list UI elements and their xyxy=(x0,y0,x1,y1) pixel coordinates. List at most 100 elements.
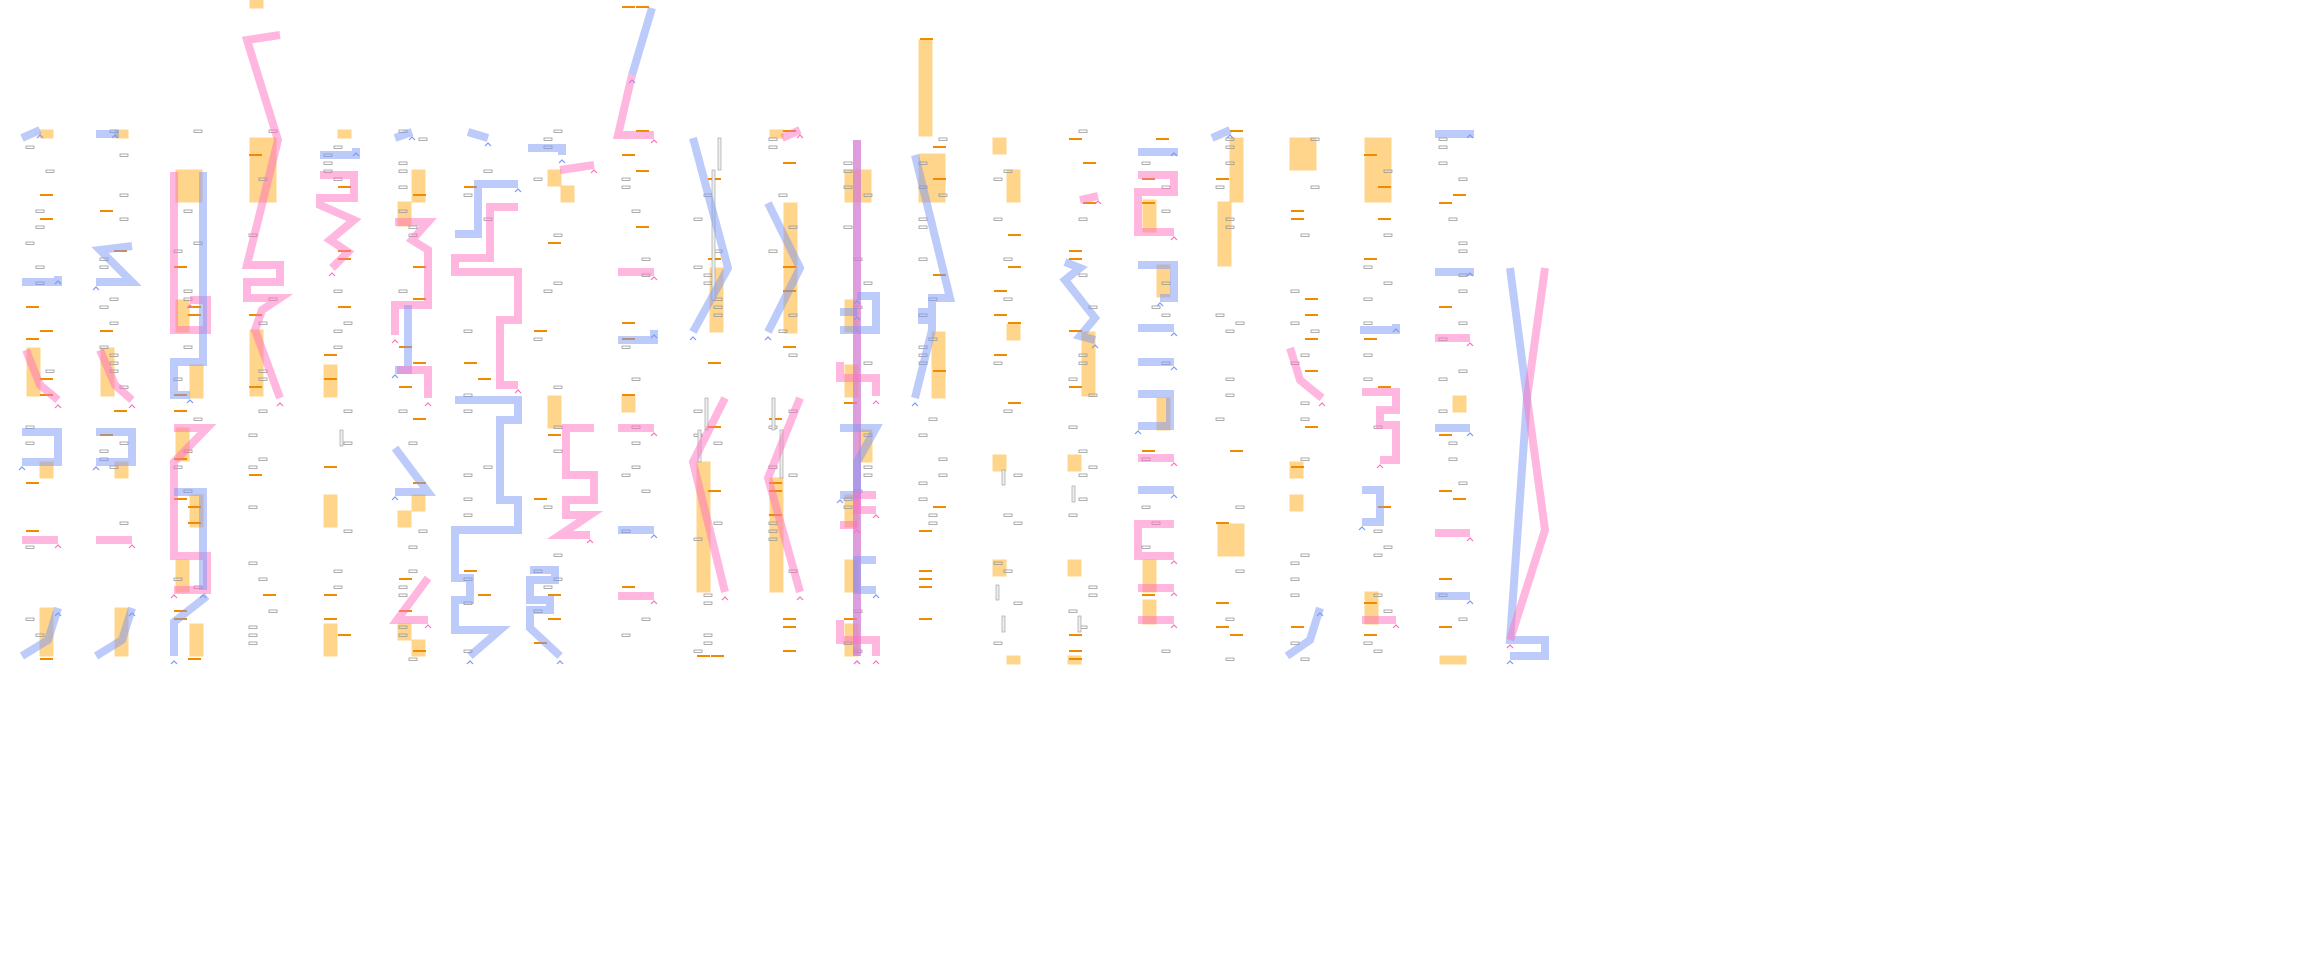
orange-block xyxy=(992,559,1007,577)
orange-block xyxy=(1229,137,1244,203)
tick-mark xyxy=(1078,217,1088,221)
orange-dash xyxy=(338,634,351,636)
orange-dash xyxy=(1069,250,1082,252)
tick-mark xyxy=(543,505,553,509)
caret-icon xyxy=(590,169,598,174)
rail-mark xyxy=(711,169,716,301)
tick-mark xyxy=(1078,497,1088,501)
tick-mark xyxy=(621,473,631,477)
tick-mark xyxy=(553,281,563,285)
tick-mark xyxy=(863,281,873,285)
tick-mark xyxy=(333,345,343,349)
tick-mark xyxy=(333,145,343,149)
blue-route-path xyxy=(618,330,658,344)
orange-block xyxy=(1289,494,1304,512)
orange-block xyxy=(992,454,1007,472)
tick-mark xyxy=(1225,393,1235,397)
tick-mark xyxy=(1373,593,1383,597)
tick-mark xyxy=(1448,441,1458,445)
tick-mark xyxy=(398,289,408,293)
tick-mark xyxy=(928,513,938,517)
caret-icon xyxy=(1466,537,1474,542)
tick-mark xyxy=(1141,545,1151,549)
tick-mark xyxy=(631,377,641,381)
tick-mark xyxy=(1235,569,1245,573)
caret-icon xyxy=(650,534,658,539)
caret-icon xyxy=(54,612,62,617)
orange-dash xyxy=(1216,602,1229,604)
orange-block xyxy=(547,169,562,187)
tick-mark xyxy=(99,345,109,349)
tick-mark xyxy=(1003,569,1013,573)
orange-dash xyxy=(1378,218,1391,220)
tick-mark xyxy=(109,297,119,301)
rail-mark xyxy=(1071,485,1076,503)
tick-mark xyxy=(1458,241,1468,245)
pink-route-path xyxy=(559,161,595,174)
orange-block xyxy=(1006,323,1021,341)
tick-mark xyxy=(768,145,778,149)
tick-mark xyxy=(1458,369,1468,373)
orange-dash xyxy=(324,378,337,380)
orange-dash xyxy=(783,346,796,348)
tick-mark xyxy=(768,249,778,253)
pink-route-path xyxy=(316,171,362,271)
tick-mark xyxy=(398,161,408,165)
orange-dash xyxy=(1439,202,1452,204)
blue-route-path xyxy=(170,172,207,399)
orange-dash xyxy=(26,306,39,308)
orange-dash xyxy=(188,506,201,508)
orange-dash xyxy=(324,466,337,468)
blue-route-path xyxy=(1138,390,1174,430)
caret-icon xyxy=(872,660,880,665)
orange-dash xyxy=(1291,210,1304,212)
caret-icon xyxy=(853,316,861,321)
orange-dash xyxy=(188,306,201,308)
orange-dash xyxy=(174,498,187,500)
tick-mark xyxy=(1310,329,1320,333)
tick-mark xyxy=(333,329,343,333)
orange-dash xyxy=(40,330,53,332)
tick-mark xyxy=(248,505,258,509)
orange-dash xyxy=(1439,434,1452,436)
orange-blocks-layer xyxy=(26,0,1467,665)
tick-mark xyxy=(1078,273,1088,277)
tick-mark xyxy=(1373,649,1383,653)
caret-icon xyxy=(128,544,136,549)
tick-mark xyxy=(1458,617,1468,621)
tick-mark xyxy=(928,417,938,421)
tick-mark xyxy=(1300,657,1310,661)
tick-mark xyxy=(863,465,873,469)
blue-route-path xyxy=(1435,268,1474,276)
tick-mark xyxy=(843,161,853,165)
tick-mark xyxy=(258,409,268,413)
orange-dash xyxy=(1364,634,1377,636)
orange-dash xyxy=(464,570,477,572)
orange-dash xyxy=(413,650,426,652)
orange-dash xyxy=(324,618,337,620)
orange-block xyxy=(411,639,426,657)
caret-icon xyxy=(1170,592,1178,597)
caret-icon xyxy=(1466,432,1474,437)
tick-mark xyxy=(1300,417,1310,421)
orange-dash xyxy=(1142,202,1155,204)
caret-icon xyxy=(911,402,919,407)
tick-mark xyxy=(248,561,258,565)
tick-mark xyxy=(1383,545,1393,549)
tick-mark xyxy=(258,377,268,381)
tick-mark xyxy=(641,617,651,621)
caret-icon xyxy=(1094,200,1102,205)
tick-mark xyxy=(788,353,798,357)
orange-dash xyxy=(548,618,561,620)
tick-mark xyxy=(193,129,203,133)
tick-mark xyxy=(621,345,631,349)
tick-mark xyxy=(99,265,109,269)
caret-icon xyxy=(586,539,594,544)
tick-mark xyxy=(99,305,109,309)
orange-dash xyxy=(100,330,113,332)
orange-block xyxy=(547,395,562,429)
orange-dash xyxy=(708,362,721,364)
orange-dash xyxy=(1069,138,1082,140)
tick-mark xyxy=(333,289,343,293)
tick-mark xyxy=(621,633,631,637)
